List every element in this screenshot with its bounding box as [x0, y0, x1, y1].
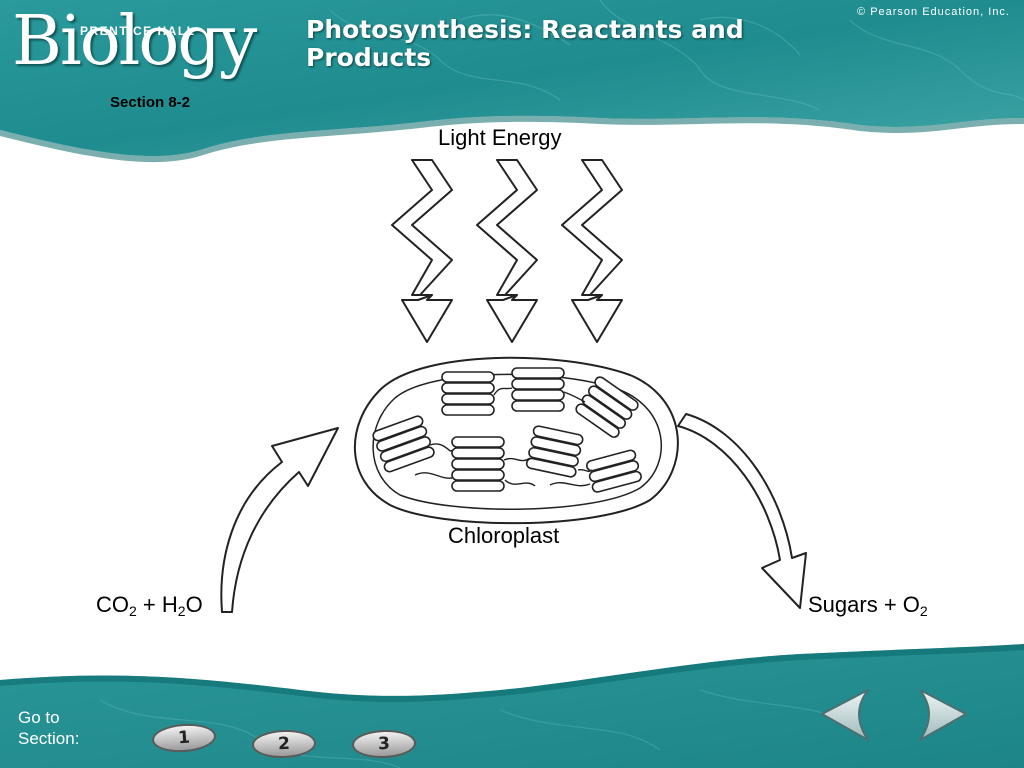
light-energy-label: Light Energy: [438, 125, 562, 150]
goto-section-label: Go to Section:: [18, 708, 80, 748]
light-arrow-icon: [391, 159, 453, 343]
back-arrow-icon[interactable]: [816, 686, 876, 746]
publisher-label: PRENTICE HALL: [80, 24, 196, 38]
logo-wordmark: Biology: [12, 2, 257, 81]
header-band: [0, 0, 1024, 163]
reactants-arrow-icon: [220, 427, 339, 613]
copyright-notice: © Pearson Education, Inc.: [857, 6, 1010, 18]
light-arrow-icon: [476, 159, 538, 343]
reactants-label: CO2 + H2O: [96, 592, 203, 619]
chloroplast-icon: [353, 356, 679, 525]
products-arrow-icon: [677, 413, 807, 609]
chloroplast-label: Chloroplast: [448, 523, 560, 548]
light-arrows: [391, 159, 623, 343]
products-label: Sugars + O2: [808, 592, 928, 619]
forward-arrow-icon[interactable]: [908, 686, 972, 746]
light-arrow-icon: [561, 159, 623, 343]
section-label: Section 8-2: [110, 94, 191, 111]
page-title: Photosynthesis: Reactants and Products: [306, 15, 744, 72]
